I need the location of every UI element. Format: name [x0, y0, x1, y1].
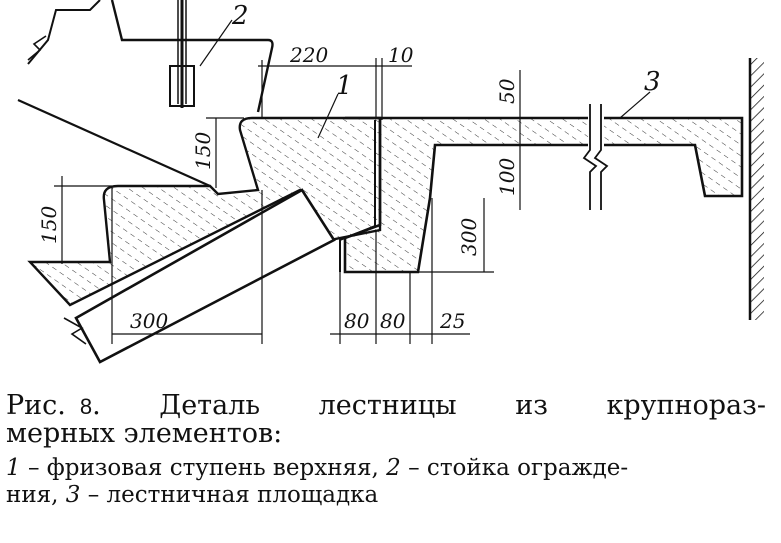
caption-prefix: Рис. [6, 390, 66, 421]
dim-100: 100 [495, 158, 519, 196]
caption-title-part-1: . Деталь лестницы из крупнораз- [92, 390, 766, 421]
upper-flight-outline [17, 98, 211, 188]
caption-title-line-1: Рис. 8. Деталь лестницы из крупнораз- [6, 390, 766, 421]
upper-flight-top [27, 0, 101, 65]
dim-300-horizontal: 300 [130, 309, 168, 333]
dim-150-top: 150 [191, 132, 215, 170]
callout-3: 3 [644, 67, 661, 97]
legend-num-2: 2 [386, 454, 401, 481]
caption-legend: 1 – фризовая ступень верхняя, 2 – стойка… [6, 455, 776, 510]
break-line-left [582, 104, 598, 210]
stair-detail-drawing: 220 10 50 100 300 150 150 300 80 80 25 1… [17, 0, 764, 364]
caption-title-line-2: мерных элементов: [6, 420, 776, 448]
legend-line-1: 1 – фризовая ступень верхняя, 2 – стойка… [6, 455, 776, 483]
break-line-right [593, 104, 609, 210]
legend-text-3: ния, [6, 482, 66, 509]
bottom-break [63, 317, 87, 345]
landing-slab [343, 116, 744, 274]
dim-10: 10 [388, 43, 414, 67]
caption-figure-number: 8 [79, 394, 93, 419]
figure-caption: Рис. 8. Деталь лестницы из крупнораз- мер… [6, 390, 776, 510]
legend-text-4: – лестничная площадка [80, 482, 379, 509]
callout-1: 1 [336, 71, 353, 101]
legend-text-1: – фризовая ступень верхняя, [20, 454, 387, 481]
stringer-beam [74, 188, 336, 364]
left-break [27, 35, 47, 61]
stair-steps-body [27, 116, 382, 307]
legend-num-3: 3 [65, 482, 81, 509]
legend-line-2: ния, 3 – лестничная площадка [6, 482, 776, 510]
dim-25: 25 [439, 309, 465, 333]
dimension-lines [54, 19, 651, 344]
callout-2: 2 [231, 1, 249, 31]
wall-hatch [750, 58, 764, 320]
dim-220: 220 [289, 43, 328, 67]
joint-gap [339, 120, 376, 272]
caption-title-part-2: мерных элементов: [6, 418, 283, 450]
dim-80-b: 80 [380, 309, 406, 333]
legend-num-1: 1 [6, 454, 21, 481]
dim-50: 50 [495, 78, 519, 104]
railing-handrail [110, 0, 274, 113]
dim-150-left: 150 [37, 206, 61, 244]
legend-text-2: – стойка огражде- [400, 454, 629, 481]
dim-300-vertical: 300 [457, 218, 481, 256]
dim-80-a: 80 [344, 309, 370, 333]
